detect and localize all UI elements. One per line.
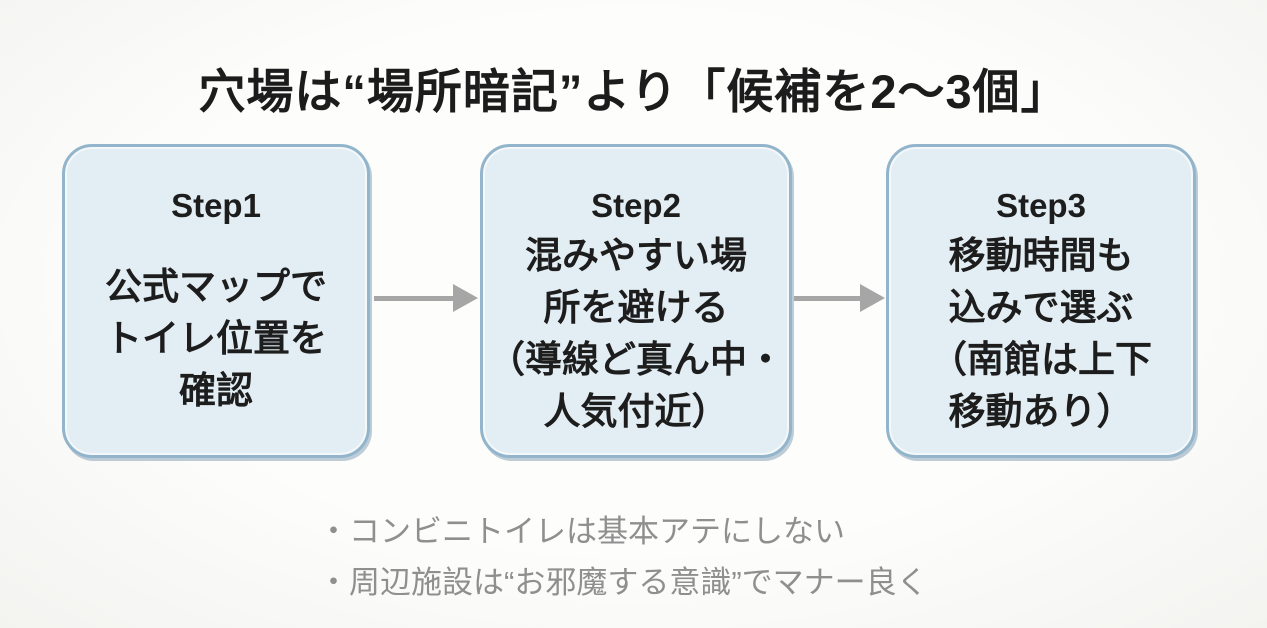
arrow-head [453, 284, 478, 312]
step-box-2: Step2 混みやすい場所を避ける（導線ど真ん中・人気付近） [480, 144, 792, 458]
step-box-1: Step1 公式マップでトイレ位置を確認 [62, 144, 370, 458]
step-2-label: Step2 [591, 187, 681, 224]
step-1-body: 公式マップでトイレ位置を確認 [105, 266, 327, 411]
step-box-3: Step3 移動時間も込みで選ぶ（南館は上下移動あり） [886, 144, 1196, 458]
step-3-label: Step3 [996, 187, 1086, 224]
step-3-body: 移動時間も込みで選ぶ（南館は上下移動あり） [930, 235, 1152, 432]
step-2-body: 混みやすい場所を避ける（導線ど真ん中・人気付近） [488, 235, 784, 432]
arrow-shaft [794, 296, 867, 301]
footnotes: ・コンビニトイレは基本アテにしない ・周辺施設は“お邪魔する意識”でマナー良く [318, 506, 928, 608]
note-item: ・コンビニトイレは基本アテにしない [318, 514, 845, 549]
step-1-label: Step1 [171, 187, 261, 224]
page-title: 穴場は“場所暗記”より「候補を2〜3個」 [198, 65, 1069, 119]
flow-arrow-right-icon [374, 283, 478, 313]
arrow-shaft [374, 296, 460, 301]
note-item: ・周辺施設は“お邪魔する意識”でマナー良く [318, 565, 928, 600]
flow-arrow-right-icon [794, 283, 885, 313]
arrow-head [860, 284, 885, 312]
